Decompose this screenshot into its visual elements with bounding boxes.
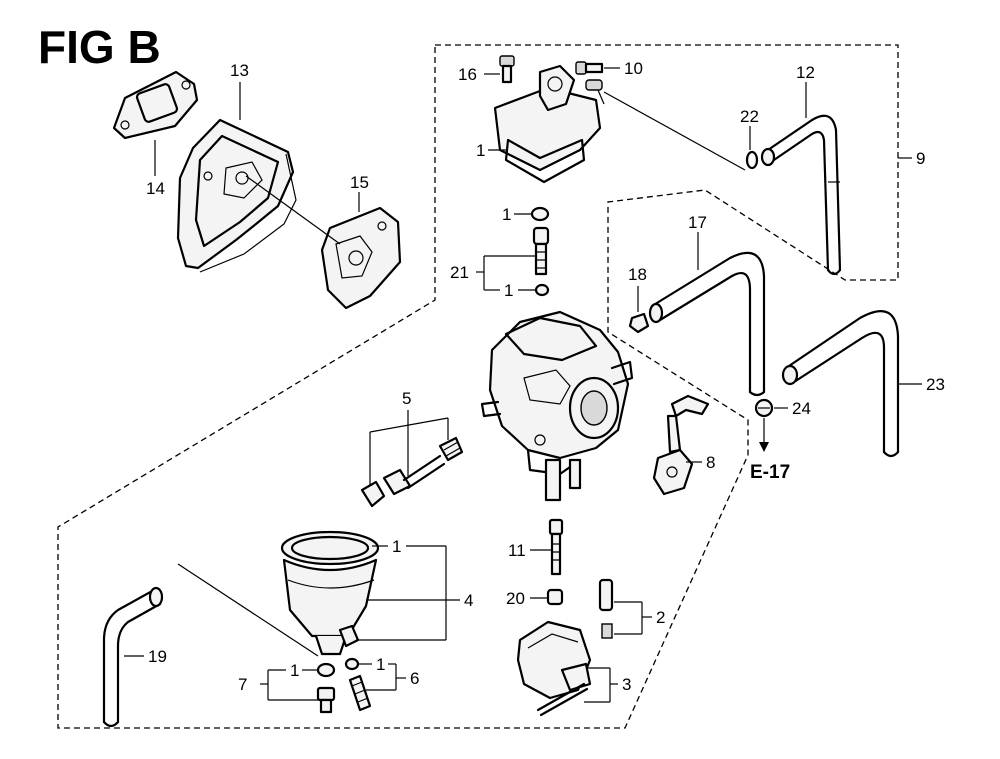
callout-18: 18 [628, 265, 647, 284]
heat-shield-part-13 [176, 118, 297, 273]
screw-part-10 [575, 61, 604, 75]
callout-1-needle: 1 [502, 205, 511, 224]
callout-12: 12 [796, 63, 815, 82]
callout-1-oring: 1 [376, 655, 385, 674]
screw-part-21 [532, 226, 550, 276]
hose-part-12 [760, 114, 842, 276]
hose-part-23 [781, 310, 900, 458]
callout-8: 8 [706, 453, 715, 472]
callout-2: 2 [656, 608, 665, 627]
callout-9: 9 [916, 149, 925, 168]
callout-1-mid: 1 [504, 281, 513, 300]
lever-part-8 [652, 394, 710, 496]
reference-arrow [759, 418, 769, 452]
jet-part-20 [546, 588, 564, 606]
o-ring-part-1-upper [530, 206, 550, 222]
callout-4: 4 [464, 591, 473, 610]
top-cover-assembly [493, 64, 605, 184]
callout-19: 19 [148, 647, 167, 666]
figure-title: FIG B [38, 21, 161, 73]
float-part-3 [516, 620, 592, 717]
hose-part-17 [648, 251, 766, 397]
callout-15: 15 [350, 173, 369, 192]
clamp-part-22 [745, 150, 759, 170]
drain-tube-part-19 [102, 586, 164, 728]
bolt-part-7 [316, 686, 336, 714]
screw-part-16 [499, 55, 515, 84]
callout-22: 22 [740, 107, 759, 126]
callout-7: 7 [238, 675, 247, 694]
callout-10: 10 [624, 59, 643, 78]
gasket-part-14 [112, 70, 199, 140]
callout-16: 16 [458, 65, 477, 84]
screw-part-6 [348, 674, 372, 712]
o-ring-part-1-mid [534, 283, 550, 297]
clip-part-24 [754, 398, 774, 418]
main-jet-part-11 [548, 518, 564, 576]
callout-14: 14 [146, 179, 165, 198]
callout-1-top: 1 [476, 141, 485, 160]
callout-1-chamber: 1 [392, 537, 401, 556]
callout-21: 21 [450, 263, 469, 282]
callout-5: 5 [402, 389, 411, 408]
insulator-part-15 [320, 206, 402, 310]
washer-part-1-lower [316, 662, 336, 678]
callout-11: 11 [508, 541, 526, 560]
o-ring-part-1-right [344, 657, 360, 671]
callout-24: 24 [792, 399, 811, 418]
callout-1-washer: 1 [290, 661, 299, 680]
callout-17: 17 [688, 213, 707, 232]
callout-numbers: 16 10 12 22 9 1 13 14 15 1 21 1 17 18 23… [146, 59, 945, 694]
callout-3: 3 [622, 675, 631, 694]
callout-6: 6 [410, 669, 419, 688]
reference-label: E-17 [750, 462, 790, 483]
carburetor-body [480, 310, 634, 502]
callout-13: 13 [230, 61, 249, 80]
drain-screw-part-2 [598, 578, 614, 639]
callout-20: 20 [506, 589, 525, 608]
float-chamber-part-4 [280, 530, 380, 656]
callout-23: 23 [926, 375, 945, 394]
leader-lines [124, 67, 922, 703]
pilot-screw-part-5 [360, 436, 464, 508]
clamp-part-18 [628, 312, 650, 334]
